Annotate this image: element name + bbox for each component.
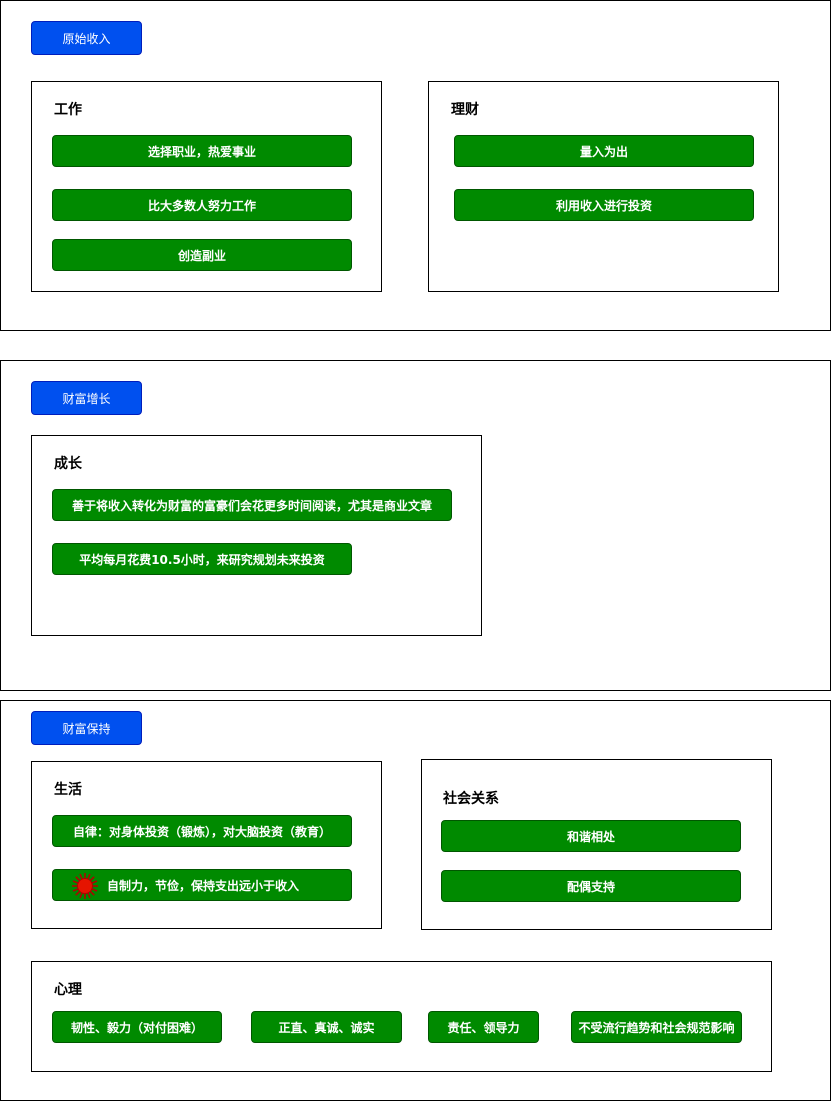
- box-psychology: 心理 韧性、毅力（对付困难） 正直、真诚、诚实 责任、领导力 不受流行趋势和社会…: [31, 961, 772, 1072]
- item-spouse-support[interactable]: 配偶支持: [441, 870, 741, 902]
- item-harmony[interactable]: 和谐相处: [441, 820, 741, 852]
- item-reading[interactable]: 善于将收入转化为财富的富豪们会花更多时间阅读，尤其是商业文章: [52, 489, 452, 521]
- item-resilience[interactable]: 韧性、毅力（对付困难）: [52, 1011, 222, 1043]
- box-title-work: 工作: [54, 102, 82, 118]
- item-responsibility[interactable]: 责任、领导力: [428, 1011, 539, 1043]
- box-title-life: 生活: [54, 782, 82, 798]
- box-title-finance: 理财: [451, 102, 479, 118]
- item-frugality[interactable]: 自制力，节俭，保持支出远小于收入: [52, 869, 352, 901]
- box-growth: 成长 善于将收入转化为财富的富豪们会花更多时间阅读，尤其是商业文章 平均每月花费…: [31, 435, 482, 636]
- item-self-discipline[interactable]: 自律：对身体投资（锻炼），对大脑投资（教育）: [52, 815, 352, 847]
- item-independence[interactable]: 不受流行趋势和社会规范影响: [571, 1011, 742, 1043]
- box-title-growth: 成长: [54, 456, 82, 472]
- item-spend-within-means[interactable]: 量入为出: [454, 135, 754, 167]
- item-side-business[interactable]: 创造副业: [52, 239, 352, 271]
- section-wealth-growth: 财富增长 成长 善于将收入转化为财富的富豪们会花更多时间阅读，尤其是商业文章 平…: [0, 360, 831, 691]
- item-research-hours[interactable]: 平均每月花费10.5小时，来研究规划未来投资: [52, 543, 352, 575]
- item-frugality-label: 自制力，节俭，保持支出远小于收入: [107, 878, 300, 893]
- box-life: 生活 自律：对身体投资（锻炼），对大脑投资（教育） 自制力，节俭，保持支出远小于…: [31, 761, 382, 929]
- tag-wealth-growth[interactable]: 财富增长: [31, 381, 142, 415]
- tag-original-income[interactable]: 原始收入: [31, 21, 142, 55]
- box-social: 社会关系 和谐相处 配偶支持: [421, 759, 772, 930]
- tag-wealth-keeping[interactable]: 财富保持: [31, 711, 142, 745]
- section-original-income: 原始收入 工作 选择职业，热爱事业 比大多数人努力工作 创造副业 理财 量入为出…: [0, 0, 831, 331]
- item-integrity[interactable]: 正直、真诚、诚实: [251, 1011, 402, 1043]
- box-work: 工作 选择职业，热爱事业 比大多数人努力工作 创造副业: [31, 81, 382, 292]
- item-invest-income[interactable]: 利用收入进行投资: [454, 189, 754, 221]
- item-work-hard[interactable]: 比大多数人努力工作: [52, 189, 352, 221]
- box-title-social: 社会关系: [443, 791, 499, 807]
- section-wealth-keeping: 财富保持 生活 自律：对身体投资（锻炼），对大脑投资（教育） 自制力，节俭，保持…: [0, 700, 831, 1101]
- box-finance: 理财 量入为出 利用收入进行投资: [428, 81, 779, 292]
- sun-icon: [72, 873, 98, 899]
- box-title-psychology: 心理: [54, 982, 82, 998]
- item-career[interactable]: 选择职业，热爱事业: [52, 135, 352, 167]
